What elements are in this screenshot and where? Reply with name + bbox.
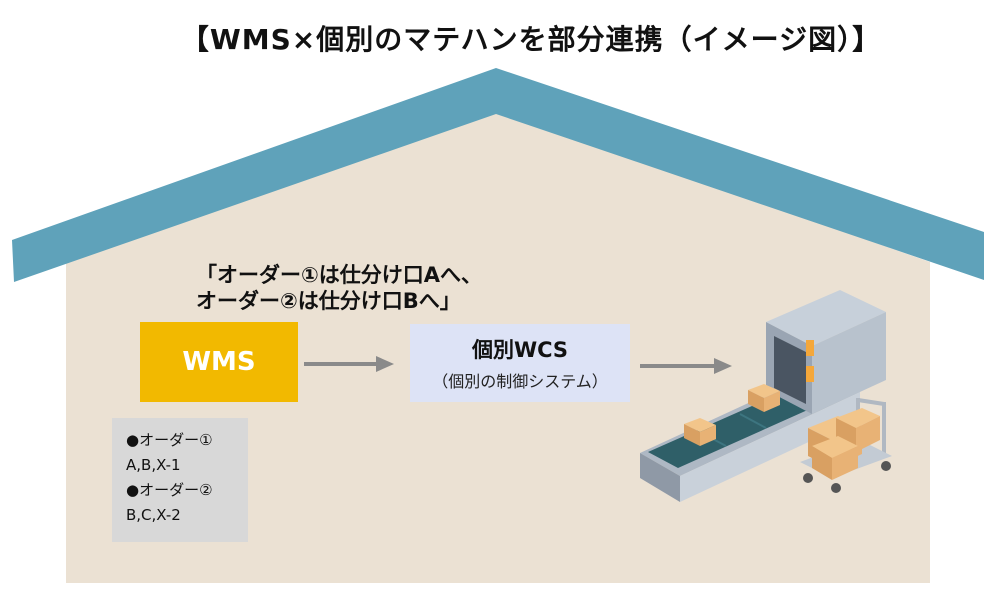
wms-box: WMS (140, 322, 298, 402)
cardboard-box-icon (812, 436, 858, 480)
wcs-box: 個別WCS （個別の制御システム） (410, 324, 630, 402)
instruction-quote: 「オーダー①は仕分け口Aへ、 オーダー②は仕分け口Bへ」 (196, 262, 482, 314)
order-2-items: B,C,X-2 (126, 506, 181, 524)
wcs-title: 個別WCS (471, 338, 569, 362)
order-2-name: ●オーダー② (126, 481, 213, 499)
page-title: 【WMS×個別のマテハンを部分連携（イメージ図）】 (180, 23, 882, 56)
order-1-items: A,B,X-1 (126, 456, 181, 474)
order-1-name: ●オーダー① (126, 431, 213, 449)
orders-box: ●オーダー① A,B,X-1 ●オーダー② B,C,X-2 (112, 418, 248, 542)
cardboard-box-icon (836, 408, 880, 452)
cart-box-stack (808, 408, 880, 480)
arrow-wms-to-wcs (304, 356, 394, 372)
wcs-subtitle: （個別の制御システム） (432, 372, 608, 391)
wms-label: WMS (182, 347, 256, 377)
instruction-line-2: オーダー②は仕分け口Bへ」 (196, 289, 461, 313)
arrow-wcs-to-machine (640, 358, 732, 374)
cardboard-box-icon (748, 384, 780, 412)
house-roof (12, 68, 984, 282)
instruction-line-1: 「オーダー①は仕分け口Aへ、 (196, 263, 483, 287)
conveyor-machine-icon (640, 290, 886, 502)
cardboard-box-icon (684, 418, 716, 446)
